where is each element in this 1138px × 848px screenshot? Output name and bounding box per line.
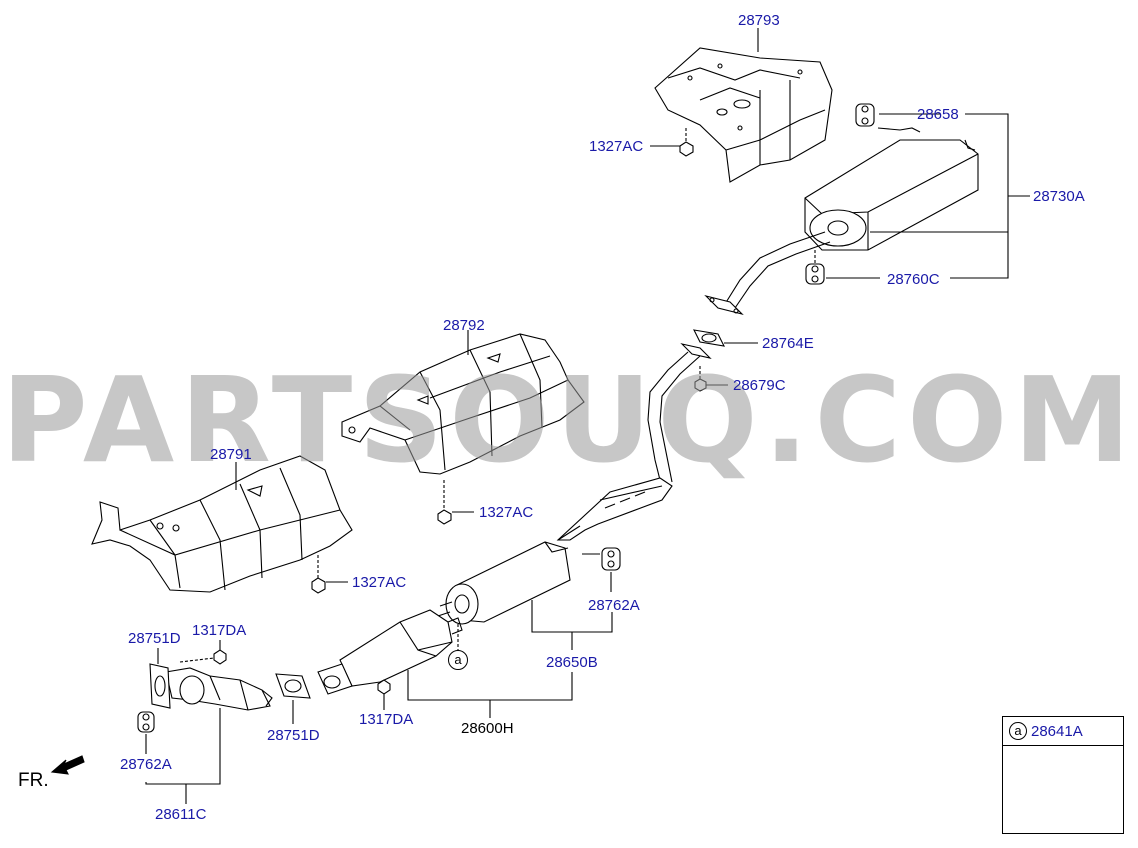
inset-reference-marker: a xyxy=(1009,722,1027,740)
leader-lines xyxy=(145,28,1030,804)
label-28641A[interactable]: 28641A xyxy=(1031,723,1083,740)
nut-1317DA-top[interactable] xyxy=(179,649,227,665)
heat-shield-28793[interactable] xyxy=(654,47,833,183)
front-muffler-28650B[interactable] xyxy=(437,541,571,625)
nut-1327AC-mid[interactable] xyxy=(437,480,452,525)
label-28751D-left[interactable]: 28751D xyxy=(128,630,181,647)
label-28762A-left[interactable]: 28762A xyxy=(120,756,172,773)
nut-1327AC-top[interactable] xyxy=(679,128,694,157)
heat-shield-28791[interactable] xyxy=(91,455,353,593)
inset-header: a 28641A xyxy=(1003,717,1123,746)
heat-shield-28792[interactable] xyxy=(341,333,585,475)
front-direction-label: FR. xyxy=(18,770,49,791)
label-28760C[interactable]: 28760C xyxy=(887,271,940,288)
hanger-28762A-left[interactable] xyxy=(137,711,155,733)
front-direction-arrow-icon xyxy=(50,755,85,775)
label-28791[interactable]: 28791 xyxy=(210,446,252,463)
catalytic-converter-28600H[interactable] xyxy=(317,609,463,695)
nut-28679C[interactable] xyxy=(694,366,707,392)
gasket-28751D-bottom[interactable] xyxy=(275,673,311,699)
label-28793[interactable]: 28793 xyxy=(738,12,780,29)
gasket-28751D-left[interactable] xyxy=(149,663,171,709)
label-28764E[interactable]: 28764E xyxy=(762,335,814,352)
hanger-28760C[interactable] xyxy=(805,250,825,285)
gasket-28764E[interactable] xyxy=(693,329,725,347)
hanger-28658[interactable] xyxy=(855,103,921,133)
label-1317DA-bottom[interactable]: 1317DA xyxy=(359,711,414,728)
center-pipe[interactable] xyxy=(556,343,712,541)
label-28650B[interactable]: 28650B xyxy=(546,654,598,671)
nut-1327AC-low[interactable] xyxy=(311,555,326,594)
label-1327AC-mid[interactable]: 1327AC xyxy=(479,504,534,521)
label-28730A[interactable]: 28730A xyxy=(1033,188,1085,205)
nut-1317DA-bottom[interactable] xyxy=(377,679,391,695)
front-pipe-28611C[interactable] xyxy=(165,667,273,711)
label-28762A-right[interactable]: 28762A xyxy=(588,597,640,614)
main-muffler-28730A[interactable] xyxy=(704,139,979,316)
label-1327AC-low[interactable]: 1327AC xyxy=(352,574,407,591)
label-28611C[interactable]: 28611C xyxy=(155,806,207,823)
label-28658[interactable]: 28658 xyxy=(917,106,959,123)
label-1317DA-top[interactable]: 1317DA xyxy=(192,622,247,639)
inset-box-28641A[interactable]: a 28641A xyxy=(1002,716,1124,834)
label-28600H[interactable]: 28600H xyxy=(461,720,514,737)
label-1327AC-top[interactable]: 1327AC xyxy=(589,138,644,155)
label-28679C[interactable]: 28679C xyxy=(733,377,786,394)
label-28751D-bottom[interactable]: 28751D xyxy=(267,727,320,744)
reference-marker-a[interactable]: a xyxy=(448,650,468,670)
label-28792[interactable]: 28792 xyxy=(443,317,485,334)
hanger-28762A-right[interactable] xyxy=(582,547,621,571)
